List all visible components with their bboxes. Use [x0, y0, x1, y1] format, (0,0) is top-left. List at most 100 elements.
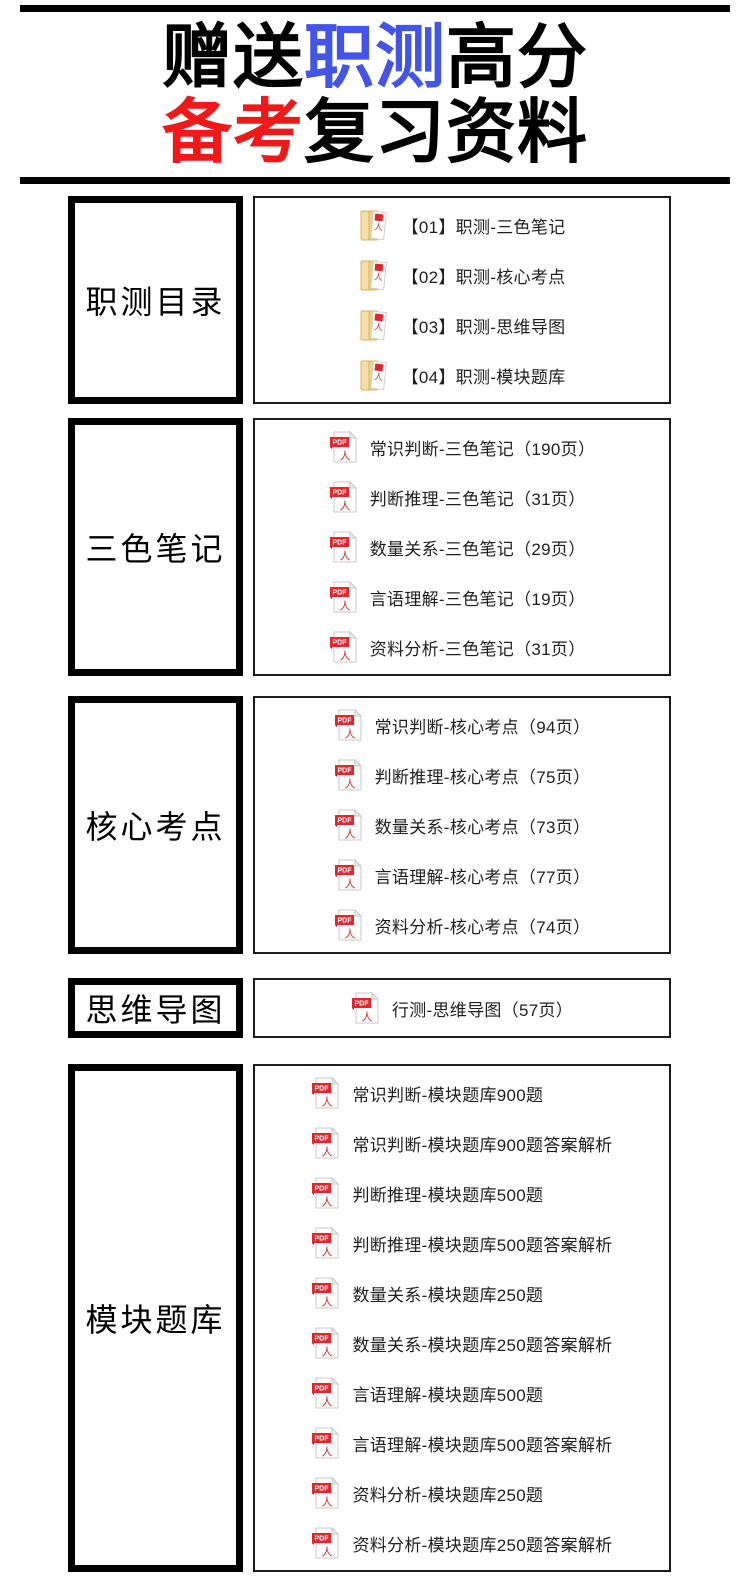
- file-item[interactable]: PDF 人 常识判断-模块题库900题答案解析: [311, 1118, 612, 1168]
- page-title-line2: 备考复习资料: [0, 95, 750, 170]
- file-item[interactable]: PDF 人 资料分析-模块题库250题: [311, 1468, 612, 1518]
- file-item[interactable]: PDF 人 常识判断-核心考点（94页）: [334, 700, 591, 750]
- section-label: 思维导图: [85, 992, 226, 1028]
- svg-text:PDF: PDF: [332, 590, 347, 597]
- file-item[interactable]: PDF 人 判断推理-模块题库500题答案解析: [311, 1218, 612, 1268]
- section: 三色笔记 PDF 人 常识判断-三色笔记（190页） PDF 人 判断推理-三色…: [68, 418, 671, 676]
- svg-text:PDF: PDF: [332, 440, 347, 447]
- svg-text:人: 人: [339, 600, 350, 613]
- section: 模块题库 PDF 人 常识判断-模块题库900题 PDF 人 常识判断-模块题库…: [68, 1064, 671, 1572]
- file-item[interactable]: PDF 人 常识判断-三色笔记（190页）: [329, 422, 596, 472]
- file-item[interactable]: 人 【01】职测-三色笔记: [359, 200, 566, 250]
- svg-text:人: 人: [322, 1196, 333, 1209]
- title2-post: 复习资料: [304, 93, 588, 171]
- file-item[interactable]: PDF 人 行测-思维导图（57页）: [351, 983, 573, 1033]
- file-item[interactable]: PDF 人 判断推理-模块题库500题: [311, 1168, 612, 1218]
- pdf-file-icon: PDF 人: [312, 1277, 340, 1309]
- title1-post: 高分: [446, 18, 588, 96]
- svg-text:人: 人: [373, 321, 383, 332]
- svg-text:人: 人: [344, 728, 355, 741]
- file-item-label: 判断推理-三色笔记（31页）: [369, 489, 586, 509]
- file-item[interactable]: PDF 人 判断推理-三色笔记（31页）: [329, 472, 596, 522]
- section: 核心考点 PDF 人 常识判断-核心考点（94页） PDF 人 判断推理-核心考…: [68, 696, 671, 954]
- file-item-label: 常识判断-模块题库900题答案解析: [352, 1135, 613, 1155]
- svg-text:PDF: PDF: [315, 1336, 330, 1343]
- sections-container: 职测目录 人 【01】职测-三色笔记 人 【02】职测-核心考点: [68, 196, 671, 1572]
- file-list: 人 【01】职测-三色笔记 人 【02】职测-核心考点 人: [359, 200, 566, 400]
- file-item[interactable]: PDF 人 判断推理-核心考点（75页）: [334, 750, 591, 800]
- title1-pre: 赠送: [162, 18, 304, 96]
- page-title: 赠送职测高分 备考复习资料: [0, 20, 750, 170]
- pdf-file-icon: PDF 人: [329, 481, 357, 513]
- pdf-file-icon: PDF 人: [329, 531, 357, 563]
- file-item[interactable]: PDF 人 言语理解-模块题库500题: [311, 1368, 612, 1418]
- file-item-label: 判断推理-模块题库500题: [352, 1185, 544, 1205]
- section-label-box: 三色笔记: [68, 418, 243, 676]
- svg-text:人: 人: [322, 1396, 333, 1409]
- top-black-bar: [20, 5, 730, 12]
- svg-text:人: 人: [361, 1011, 372, 1024]
- svg-text:人: 人: [322, 1446, 333, 1459]
- file-item[interactable]: PDF 人 资料分析-三色笔记（31页）: [329, 622, 596, 672]
- file-item[interactable]: 人 【04】职测-模块题库: [359, 350, 566, 400]
- pdf-file-icon: PDF 人: [334, 859, 362, 891]
- pdf-file-icon: PDF 人: [334, 709, 362, 741]
- pdf-file-icon: PDF 人: [312, 1427, 340, 1459]
- section-label: 模块题库: [85, 1302, 226, 1338]
- file-item[interactable]: 人 【02】职测-核心考点: [359, 250, 566, 300]
- file-item-label: 行测-思维导图（57页）: [391, 1000, 574, 1020]
- svg-text:PDF: PDF: [315, 1486, 330, 1493]
- title-divider-bar: [20, 177, 730, 184]
- file-item[interactable]: PDF 人 言语理解-模块题库500题答案解析: [311, 1418, 612, 1468]
- section-content-box: PDF 人 常识判断-核心考点（94页） PDF 人 判断推理-核心考点（75页…: [253, 696, 671, 954]
- pdf-file-icon: PDF 人: [312, 1477, 340, 1509]
- folder-pdf-icon: 人: [360, 360, 387, 391]
- file-item-label: 【01】职测-三色笔记: [401, 217, 566, 237]
- file-item-label: 数量关系-模块题库250题: [352, 1285, 544, 1305]
- section-label-box: 职测目录: [68, 196, 243, 404]
- pdf-file-icon: PDF 人: [312, 1377, 340, 1409]
- file-list: PDF 人 常识判断-模块题库900题 PDF 人 常识判断-模块题库900题答…: [311, 1068, 612, 1568]
- file-item[interactable]: PDF 人 言语理解-核心考点（77页）: [334, 850, 591, 900]
- svg-text:PDF: PDF: [315, 1436, 330, 1443]
- file-item-label: 【04】职测-模块题库: [401, 367, 566, 387]
- section-label-box: 模块题库: [68, 1064, 243, 1572]
- file-item[interactable]: PDF 人 数量关系-模块题库250题: [311, 1268, 612, 1318]
- folder-pdf-icon: 人: [360, 310, 387, 341]
- file-item[interactable]: PDF 人 数量关系-三色笔记（29页）: [329, 522, 596, 572]
- svg-text:PDF: PDF: [315, 1086, 330, 1093]
- file-list: PDF 人 常识判断-三色笔记（190页） PDF 人 判断推理-三色笔记（31…: [329, 422, 596, 672]
- file-item-label: 资料分析-模块题库250题答案解析: [352, 1535, 613, 1555]
- svg-text:人: 人: [322, 1296, 333, 1309]
- file-item[interactable]: PDF 人 言语理解-三色笔记（19页）: [329, 572, 596, 622]
- file-item[interactable]: PDF 人 数量关系-模块题库250题答案解析: [311, 1318, 612, 1368]
- file-list: PDF 人 常识判断-核心考点（94页） PDF 人 判断推理-核心考点（75页…: [334, 700, 591, 950]
- pdf-file-icon: PDF 人: [312, 1527, 340, 1559]
- file-item[interactable]: PDF 人 数量关系-核心考点（73页）: [334, 800, 591, 850]
- pdf-file-icon: PDF 人: [334, 909, 362, 941]
- file-item-label: 数量关系-三色笔记（29页）: [369, 539, 586, 559]
- svg-text:PDF: PDF: [315, 1386, 330, 1393]
- pdf-file-icon: PDF 人: [312, 1077, 340, 1109]
- title1-accent: 职测: [304, 18, 446, 96]
- svg-text:人: 人: [344, 878, 355, 891]
- svg-text:PDF: PDF: [315, 1536, 330, 1543]
- section-label: 职测目录: [85, 284, 226, 320]
- file-item-label: 言语理解-模块题库500题答案解析: [352, 1435, 613, 1455]
- file-list: PDF 人 行测-思维导图（57页）: [351, 983, 573, 1033]
- file-item[interactable]: PDF 人 资料分析-模块题库250题答案解析: [311, 1518, 612, 1568]
- svg-text:人: 人: [322, 1096, 333, 1109]
- file-item-label: 常识判断-模块题库900题: [352, 1085, 544, 1105]
- file-item-label: 【02】职测-核心考点: [401, 267, 566, 287]
- svg-text:PDF: PDF: [332, 490, 347, 497]
- file-item-label: 言语理解-三色笔记（19页）: [369, 589, 586, 609]
- file-item-label: 常识判断-三色笔记（190页）: [369, 439, 596, 459]
- file-item[interactable]: PDF 人 常识判断-模块题库900题: [311, 1068, 612, 1118]
- file-item[interactable]: 人 【03】职测-思维导图: [359, 300, 566, 350]
- file-item[interactable]: PDF 人 资料分析-核心考点（74页）: [334, 900, 591, 950]
- svg-text:人: 人: [373, 371, 383, 382]
- pdf-file-icon: PDF 人: [312, 1127, 340, 1159]
- file-item-label: 资料分析-核心考点（74页）: [374, 917, 591, 937]
- folder-pdf-icon: 人: [360, 260, 387, 291]
- svg-text:PDF: PDF: [315, 1236, 330, 1243]
